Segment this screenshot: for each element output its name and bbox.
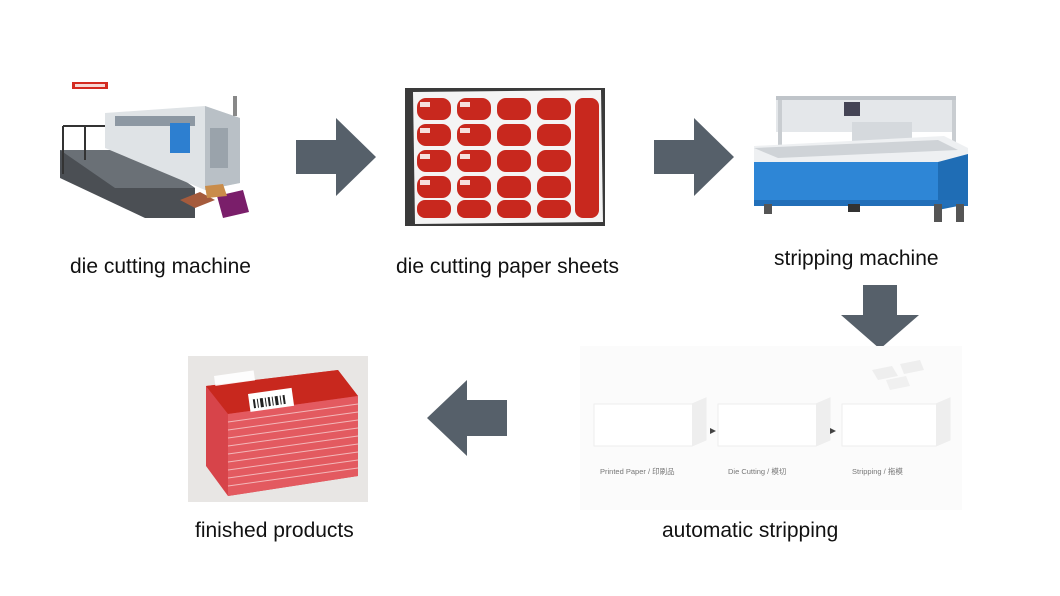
caption-die-cutting-paper-sheets: die cutting paper sheets [396, 255, 619, 278]
stripping-label-die-cutting: Die Cutting / 模切 [728, 466, 787, 476]
die-cut-paper-sheets-photo [405, 88, 605, 226]
down-arrow [841, 285, 919, 349]
right-arrow [296, 118, 376, 196]
stripping-label-printed-paper: Printed Paper / 印刷品 [600, 467, 675, 476]
caption-die-cutting-machine: die cutting machine [70, 255, 251, 278]
right-arrow [654, 118, 734, 196]
caption-stripping-machine: stripping machine [774, 247, 939, 270]
die-cutting-machine-photo [60, 82, 249, 218]
stripping-machine-photo [754, 96, 968, 222]
caption-finished-products: finished products [195, 519, 354, 542]
automatic-stripping-illustration: Printed Paper / 印刷品 Die Cutting / 模切 Str… [580, 346, 962, 510]
left-arrow [427, 380, 507, 456]
stripping-label-stripping: Stripping / 拖模 [852, 466, 903, 476]
finished-products-photo [188, 356, 368, 502]
caption-automatic-stripping: automatic stripping [662, 519, 839, 542]
